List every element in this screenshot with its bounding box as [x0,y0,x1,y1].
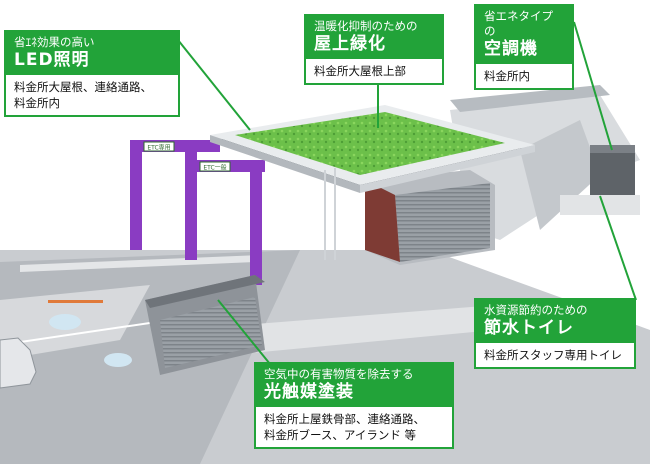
callout-led-title: LED照明 [14,50,90,70]
callout-photocat-line: 料金所ブース、アイランド 等 [264,428,417,442]
callout-aircon-title: 空調機 [484,39,538,59]
callout-toilet-subtitle: 水資源節約のための [484,303,588,317]
callout-toilet-title: 節水トイレ [484,318,574,338]
callout-toilet-body: 料金所スタッフ専用トイレ [476,343,634,367]
callout-photocat-line: 料金所上屋鉄骨部、連絡通路、 [264,412,425,426]
callout-roof-title: 屋上緑化 [314,34,386,54]
callout-photocatalyst: 空気中の有害物質を除去する 光触媒塗装 料金所上屋鉄骨部、連絡通路、 料金所ブー… [254,362,454,449]
island-right [104,353,132,367]
callout-photocat-body: 料金所上屋鉄骨部、連絡通路、 料金所ブース、アイランド 等 [256,407,452,447]
callout-led-line: 料金所大屋根、連絡通路、 [14,80,152,94]
callout-aircon-line: 料金所内 [484,69,530,83]
gantry-left-post [130,140,142,250]
etc-sign-left [143,141,175,152]
callout-roof-header: 温暖化抑制のための 屋上緑化 [306,16,442,59]
green-roof [235,112,505,175]
callout-roof-greening: 温暖化抑制のための 屋上緑化 料金所大屋根上部 [304,14,444,85]
callout-led-header: 省ｴﾈ効果の高い LED照明 [6,32,178,75]
callout-roof-subtitle: 温暖化抑制のための [314,19,418,33]
callout-aircon-body: 料金所内 [476,64,572,88]
callout-roof-body: 料金所大屋根上部 [306,59,442,83]
median-strip [20,255,260,272]
callout-water-saving-toilet: 水資源節約のための 節水トイレ 料金所スタッフ専用トイレ [474,298,636,369]
callout-aircon-header: 省エネタイプの 空調機 [476,6,572,64]
callout-led-subtitle: 省ｴﾈ効果の高い [14,35,95,49]
callout-led-lighting: 省ｴﾈ効果の高い LED照明 料金所大屋根、連絡通路、 料金所内 [4,30,180,117]
island-left [49,314,81,330]
callout-photocat-title: 光触媒塗装 [264,382,354,402]
callout-photocat-header: 空気中の有害物質を除去する 光触媒塗装 [256,364,452,407]
callout-roof-line: 料金所大屋根上部 [314,64,406,78]
callout-led-line: 料金所内 [14,96,60,110]
overpass-roof [450,85,610,112]
callout-toilet-line: 料金所スタッフ専用トイレ [484,348,622,362]
callout-toilet-header: 水資源節約のための 節水トイレ [476,300,634,343]
car [0,337,37,389]
callout-photocat-subtitle: 空気中の有害物質を除去する [264,367,414,381]
callout-led-body: 料金所大屋根、連絡通路、 料金所内 [6,75,178,115]
etc-sign-right [199,161,231,172]
callout-aircon-subtitle: 省エネタイプの [484,9,553,38]
barrier-arm [48,300,103,303]
etc-sign-right-text: ETC一般 [203,164,226,172]
etc-sign-left-text: ETC専用 [147,144,170,152]
callout-aircon: 省エネタイプの 空調機 料金所内 [474,4,574,90]
